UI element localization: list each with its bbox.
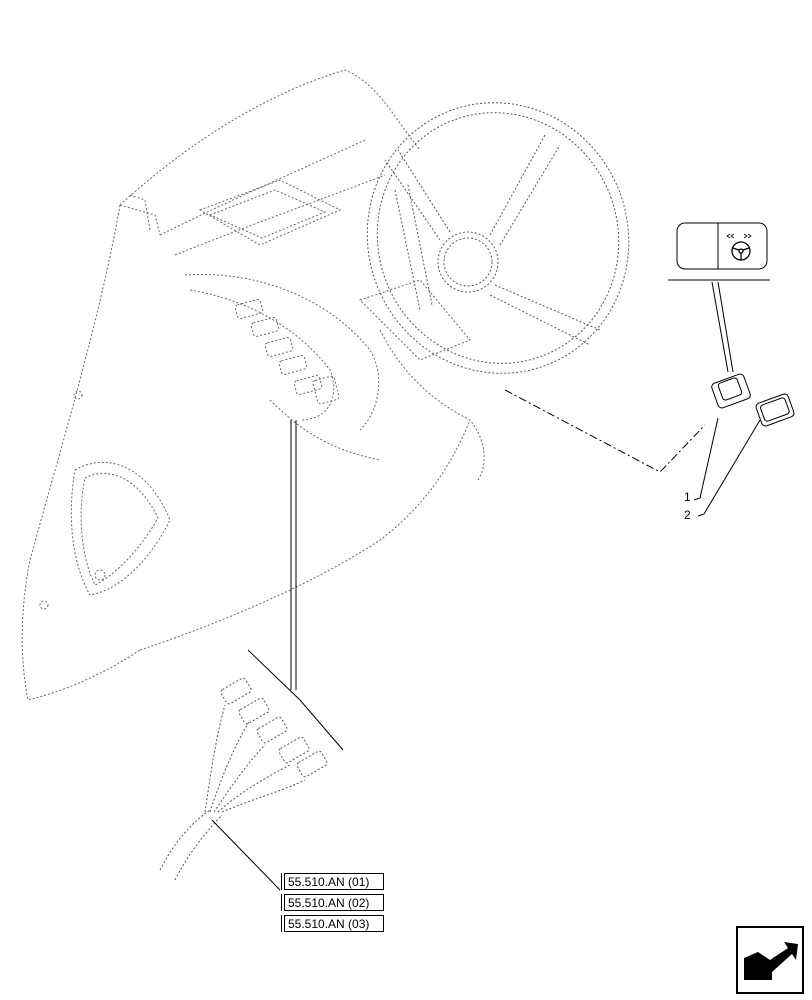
leader-lines [211, 279, 770, 891]
callout-1: 1 [684, 490, 691, 504]
next-page-arrow-icon[interactable] [736, 926, 804, 994]
switch-symbol-panel [676, 222, 768, 270]
reference-link-03[interactable]: 55.510.AN (03) [281, 915, 384, 932]
steering-wheel [366, 102, 630, 374]
reference-link-02[interactable]: 55.510.AN (02) [281, 894, 384, 911]
wiring-harness [159, 677, 328, 881]
cab-console-outline [21, 69, 485, 701]
switch-parts [711, 373, 795, 427]
reference-link-01[interactable]: 55.510.AN (01) [281, 873, 384, 890]
steering-wheel-icon [726, 233, 752, 261]
callout-2: 2 [684, 508, 691, 522]
